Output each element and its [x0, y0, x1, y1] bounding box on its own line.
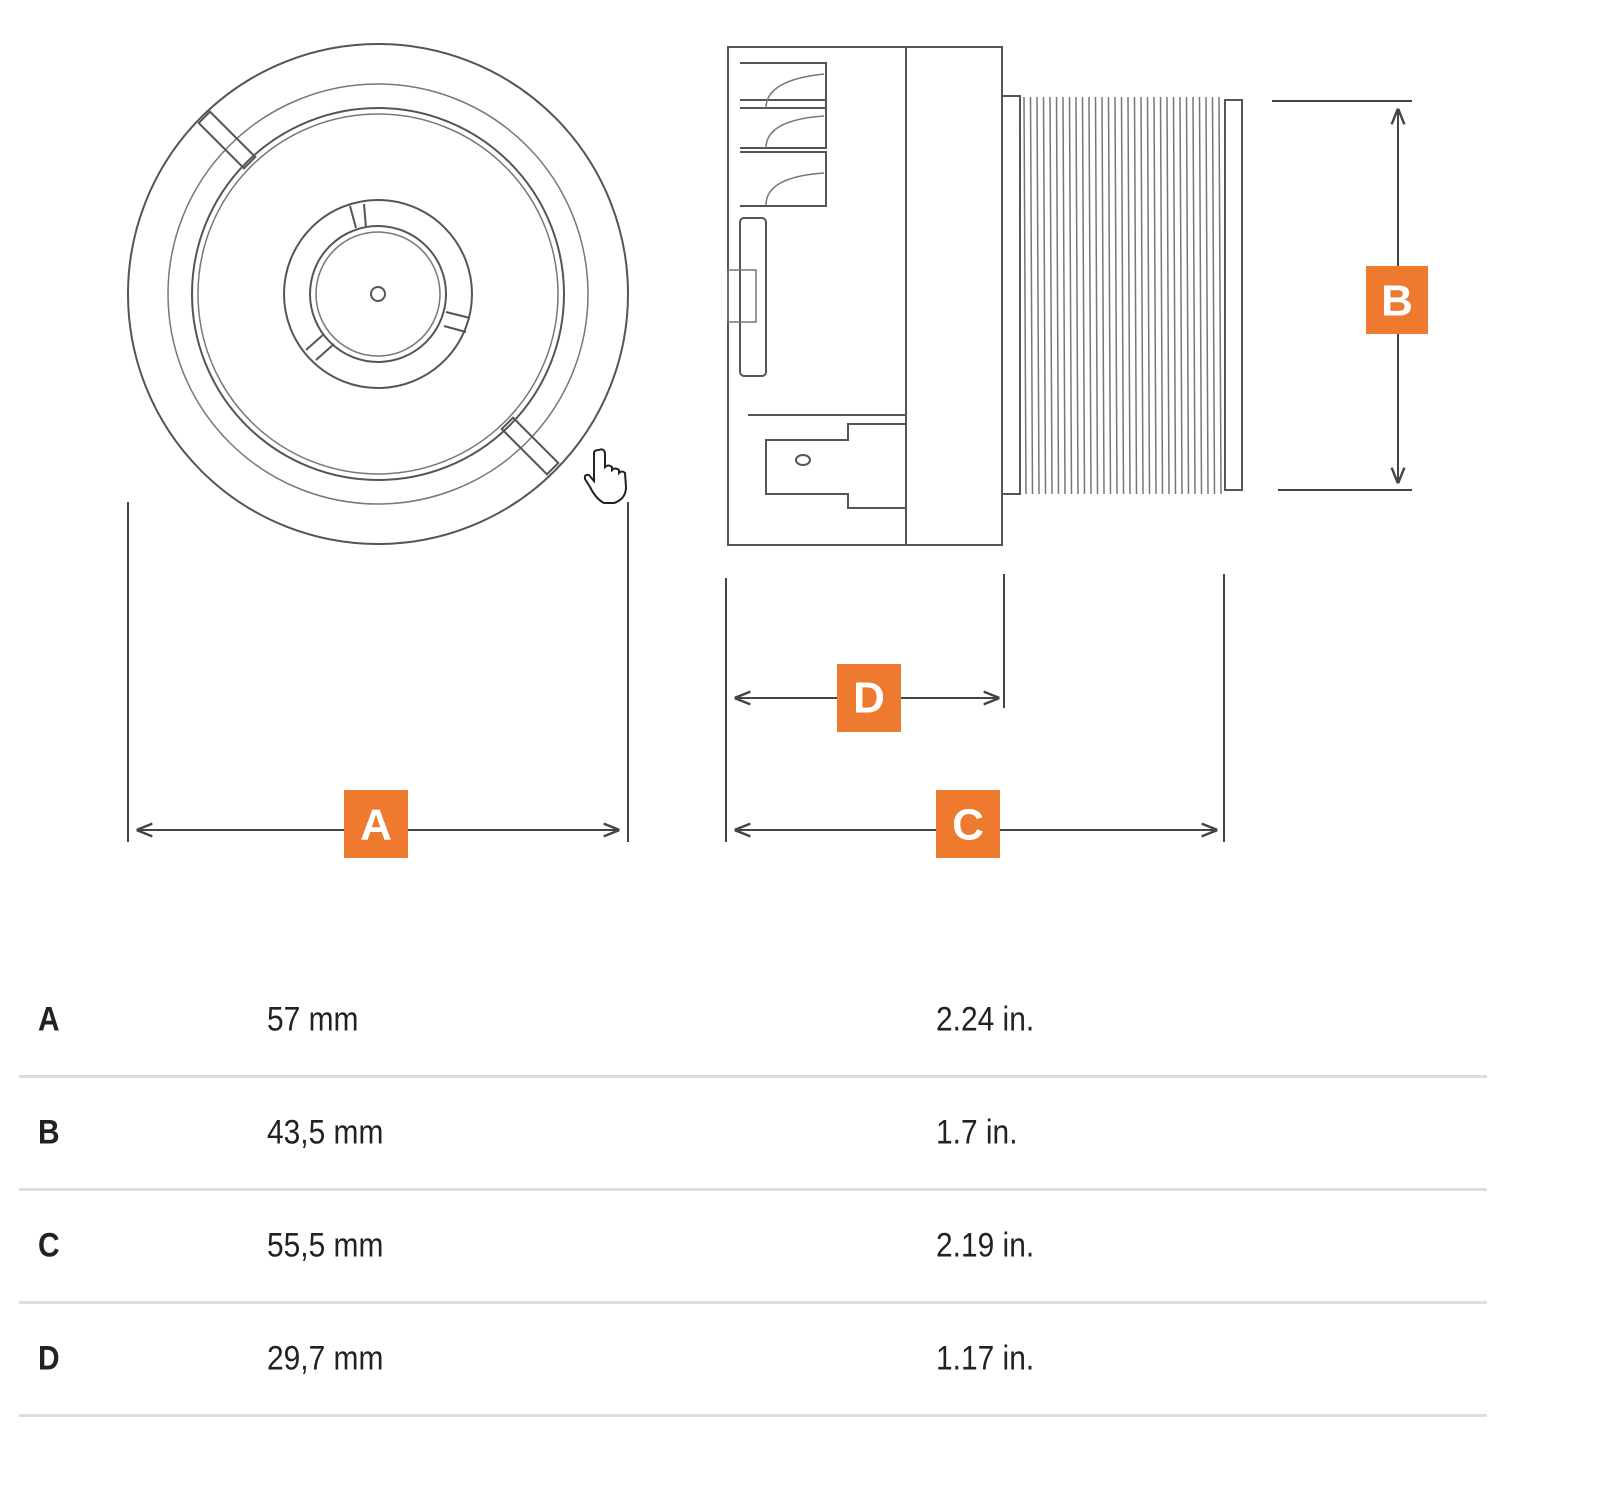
thread-line [1146, 96, 1151, 495]
thread-line [1140, 96, 1144, 495]
dimension-mm: 55,5 mm [267, 1226, 384, 1265]
table-row: B 43,5 mm 1.7 in. [19, 1078, 1487, 1191]
thread-line [1081, 96, 1086, 495]
thread-line [1068, 96, 1073, 495]
table-row: C 55,5 mm 2.19 in. [19, 1191, 1487, 1304]
thread-line [1101, 96, 1105, 495]
thread-line [1198, 96, 1203, 495]
table-row: D 29,7 mm 1.17 in. [19, 1304, 1487, 1417]
dimension-mm: 43,5 mm [267, 1113, 384, 1152]
dimension-inch: 1.7 in. [936, 1113, 1018, 1152]
thread-line [1205, 96, 1209, 495]
thread-line [1166, 96, 1170, 495]
thread-line [1036, 96, 1040, 495]
dimension-inch: 1.17 in. [936, 1339, 1035, 1378]
svg-text:B: B [1381, 277, 1413, 326]
thread-line [1218, 96, 1222, 495]
thread-line [1055, 96, 1060, 495]
dimension-inch: 2.24 in. [936, 1000, 1035, 1039]
thread-line [1120, 96, 1125, 495]
thread-line [1075, 96, 1079, 495]
thread-line [1094, 96, 1099, 495]
thread-line [1049, 96, 1053, 495]
badge-a: A [344, 790, 408, 858]
thread-line [1107, 96, 1112, 495]
thread-line [1042, 96, 1047, 495]
thread-line [1159, 96, 1164, 495]
thread-line [1062, 96, 1066, 495]
svg-text:A: A [360, 801, 392, 850]
dimension-label: A [38, 1000, 60, 1039]
thread-line [1088, 96, 1092, 495]
dimension-label: D [38, 1339, 60, 1378]
thread-line [1114, 96, 1118, 495]
dimension-inch: 2.19 in. [936, 1226, 1035, 1265]
side-view [727, 46, 1243, 546]
svg-text:C: C [952, 801, 984, 850]
hand-pointer-icon [583, 448, 628, 504]
table-row: A 57 mm 2.24 in. [19, 965, 1487, 1078]
dimension-mm: 29,7 mm [267, 1339, 384, 1378]
thread-line [1172, 96, 1177, 495]
thread-line [1179, 96, 1183, 495]
thread-line [1023, 96, 1027, 495]
thread-line [1211, 96, 1216, 495]
thread-line [1192, 96, 1196, 495]
thread-line [1153, 96, 1157, 495]
badge-c: C [936, 790, 1000, 858]
thread-line [1029, 96, 1034, 495]
dimension-diagram: A B C D [127, 43, 1428, 858]
badge-b: B [1366, 266, 1428, 334]
svg-text:D: D [853, 674, 885, 723]
thread-line [1185, 96, 1190, 495]
dimension-label: B [38, 1113, 60, 1152]
thread-line [1133, 96, 1138, 495]
thread-line [1127, 96, 1131, 495]
front-view [127, 43, 629, 545]
dimensions-table: A 57 mm 2.24 in. B 43,5 mm 1.7 in. C 55,… [19, 965, 1487, 1417]
dimension-mm: 57 mm [267, 1000, 359, 1039]
badge-d: D [837, 664, 901, 732]
dimension-label: C [38, 1226, 60, 1265]
